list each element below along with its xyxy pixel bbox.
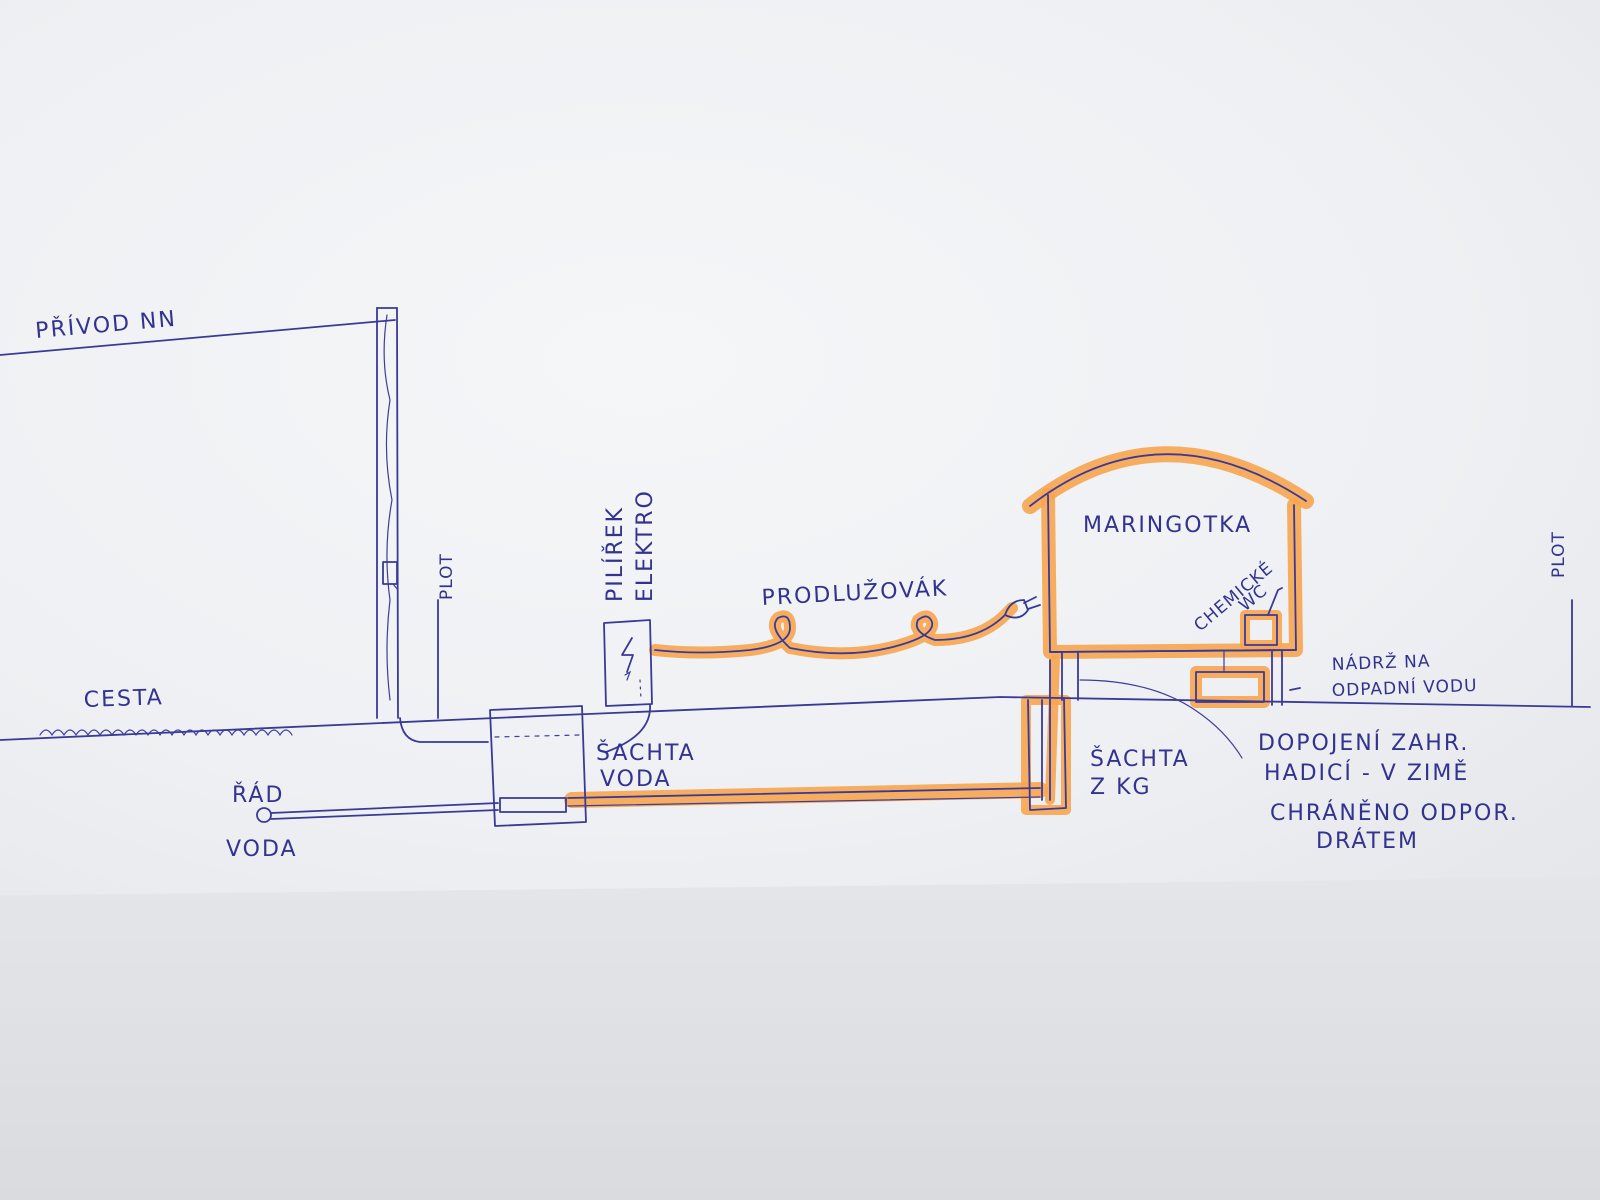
label-nadrz-2: ODPADNÍ VODU — [1331, 674, 1477, 701]
extension-cord — [654, 614, 1006, 655]
label-dopojeni-3: CHRÁNĚNO ODPOR. — [1270, 800, 1519, 826]
caravan-roof-highlight — [1022, 446, 1314, 514]
label-prodluzovak: PRODLUŽOVÁK — [761, 575, 949, 611]
label-plot-right: PLOT — [1549, 531, 1569, 578]
caravan — [1029, 453, 1307, 706]
label-sachta-voda-2: VODA — [600, 767, 672, 792]
power-pole — [376, 307, 399, 719]
label-elektro: ELEKTRO — [633, 489, 658, 602]
water-meter — [499, 797, 567, 813]
label-sachta-kg-2: Z KG — [1090, 775, 1152, 800]
underground-cable — [399, 717, 489, 743]
chemical-wc — [1244, 614, 1278, 646]
label-dopojeni-4: DRÁTEM — [1316, 828, 1419, 854]
garden-hose — [1079, 679, 1243, 759]
pillar-cable-down — [605, 704, 651, 753]
power-supply-line — [0, 319, 396, 356]
kg-shaft — [1027, 659, 1067, 811]
pole-junction-box — [382, 561, 398, 585]
label-voda: VODA — [226, 837, 298, 862]
label-sachta-kg-1: ŠACHTA — [1090, 746, 1190, 772]
water-pipe — [567, 787, 1041, 799]
label-plot-left: PLOT — [437, 553, 457, 600]
label-nadrz-1: NÁDRŽ NA — [1331, 650, 1430, 675]
lightning-icon — [621, 637, 634, 673]
extension-cord-highlight — [649, 602, 1018, 660]
waste-tank — [1195, 671, 1265, 703]
label-maringotka: MARINGOTKA — [1083, 513, 1252, 538]
label-dopojeni-1: DOPOJENÍ ZAHR. — [1258, 730, 1469, 756]
label-privod: PŘÍVOD NN — [34, 306, 178, 344]
ground-line — [0, 696, 1591, 741]
label-dopojeni-2: HADICÍ - V ZIMĚ — [1264, 760, 1469, 786]
water-pipe-highlight — [564, 782, 1048, 808]
label-sachta-voda-1: ŠACHTA — [596, 740, 696, 766]
label-rad: ŘÁD — [232, 782, 284, 808]
wc-box-highlight — [1240, 610, 1282, 650]
plug-icon — [1004, 596, 1041, 619]
road-hatching — [39, 729, 293, 737]
wc-pointer — [1267, 587, 1283, 616]
caravan-roof — [1029, 453, 1307, 507]
electric-pillar — [603, 619, 653, 753]
label-cesta: CESTA — [83, 685, 164, 713]
label-pilirek: PILÍŘEK — [602, 506, 628, 602]
paper-sheet — [0, 0, 1600, 896]
water-main — [256, 802, 499, 823]
tank-highlight — [1190, 666, 1270, 708]
water-main-node — [256, 807, 272, 823]
water-shaft — [489, 705, 587, 827]
